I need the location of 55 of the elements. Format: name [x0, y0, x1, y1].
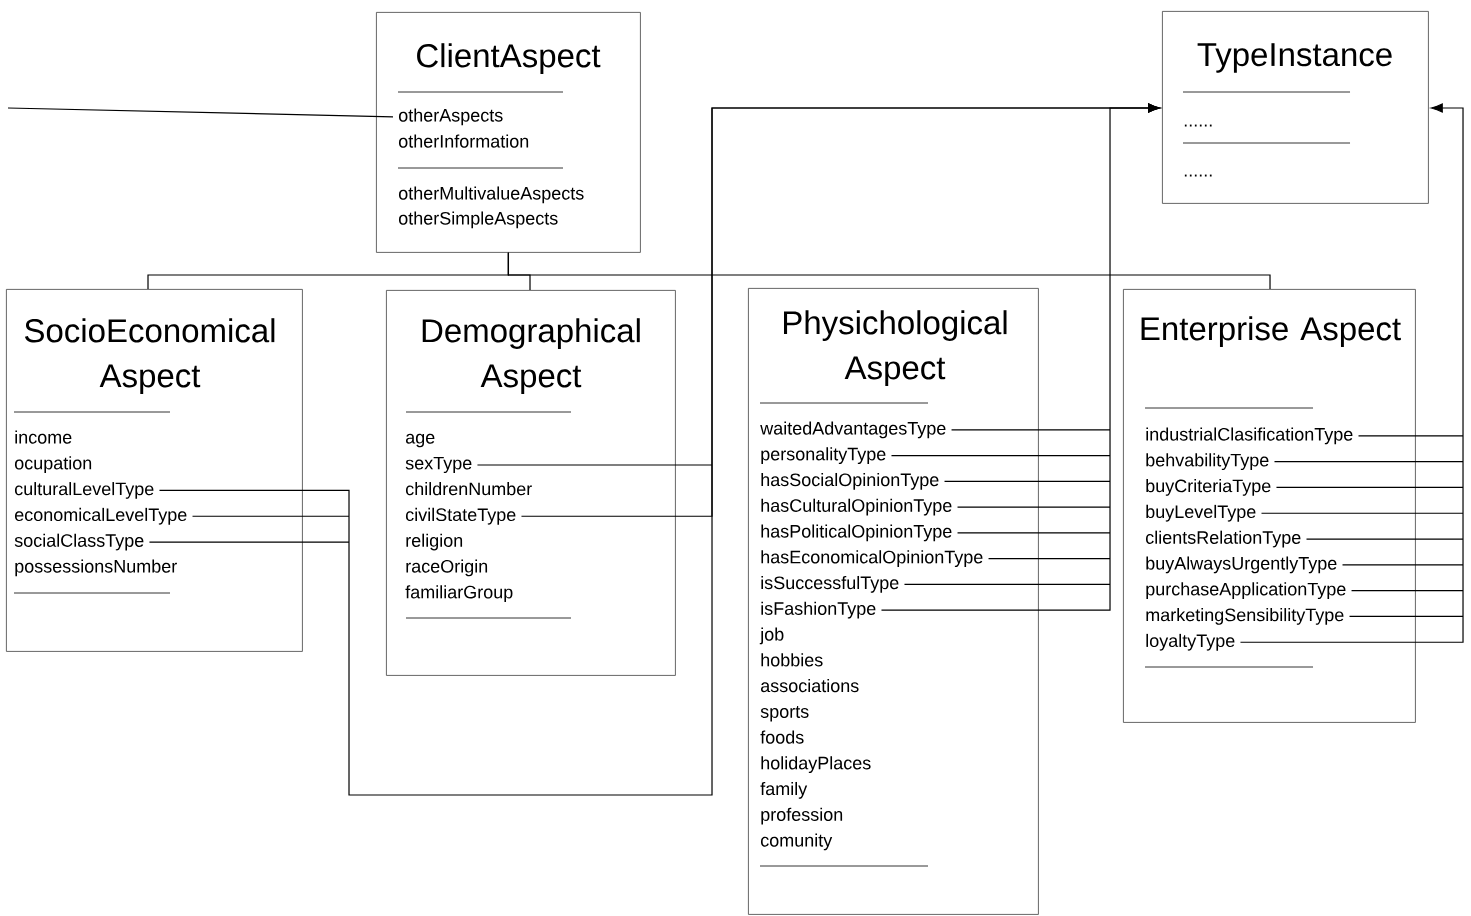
attribute-name: childrenNumber [406, 482, 532, 496]
attribute-name: buyCriteriaType [1146, 479, 1271, 496]
attribute-name: buyAlwaysUrgentlyType [1146, 556, 1337, 574]
attribute-name: loyaltyType [1146, 633, 1235, 651]
attribute-name: buyLevelType [1146, 504, 1256, 522]
class-title: Enterprise Aspect [1141, 316, 1401, 347]
attribute-name: hasEconomicalOpinionType [761, 550, 983, 567]
attribute-name: otherAspects [398, 108, 503, 126]
attribute-name: marketingSensibilityType [1146, 608, 1344, 625]
attribute-name: civilStateType [406, 507, 516, 525]
connector [880, 103, 1161, 611]
connector [1239, 103, 1464, 643]
attribute-name: ...... [1184, 174, 1212, 177]
attribute-name: hobbies [761, 653, 823, 667]
attribute-name: foods [760, 730, 804, 744]
connector [507, 252, 1271, 290]
attribute-name: holidayPlaces [761, 756, 871, 773]
class-title: TypeInstance [1197, 43, 1392, 73]
attribute-name: clientsRelationType [1146, 530, 1301, 548]
attribute-name: raceOrigin [406, 559, 488, 577]
attribute-name: age [406, 433, 435, 448]
attribute-name: isFashionType [761, 601, 876, 619]
attribute-name: hasCulturalOpinionType [761, 498, 952, 516]
class-title: Physichological Aspect [784, 310, 1007, 386]
attribute-name: purchaseApplicationType [1146, 582, 1346, 600]
connector [7, 107, 394, 118]
attribute-name: religion [406, 533, 463, 551]
class-title: ClientAspect [417, 43, 601, 74]
attribute-name: ...... [1184, 124, 1212, 127]
attribute-name: waitedAdvantagesType [760, 421, 946, 439]
attribute-name: isSuccessfulType [761, 575, 899, 593]
attribute-name: comunity [761, 833, 833, 851]
attribute-name: associations [761, 678, 859, 693]
attribute-name: sexType [405, 456, 472, 474]
attribute-name: job [759, 627, 784, 645]
attribute-name: otherSimpleAspects [398, 211, 558, 229]
attribute-name: sports [760, 706, 809, 722]
attribute-name: culturalLevelType [14, 482, 154, 499]
attribute-name: otherMultivalueAspects [398, 186, 584, 204]
attribute-name: possessionsNumber [15, 559, 177, 577]
attribute-name: profession [761, 807, 843, 825]
attribute-name: family [760, 781, 808, 799]
attribute-name: personalityType [761, 447, 886, 464]
attribute-name: economicalLevelType [14, 507, 187, 525]
attribute-name: familiarGroup [405, 585, 513, 603]
attribute-name: industrialClasificationType [1146, 427, 1353, 445]
attribute-name: hasSocialOpinionType [761, 472, 939, 490]
attribute-name: otherInformation [398, 134, 529, 148]
attribute-name: behvabilityType [1146, 453, 1269, 471]
class-title: Demographical Aspect [422, 318, 640, 394]
class-title: SocioEconomical Aspect [24, 318, 275, 394]
attribute-name: income [15, 430, 72, 444]
attribute-name: hasPoliticalOpinionType [761, 524, 952, 542]
attribute-name: ocupation [14, 456, 92, 474]
attribute-name: socialClassType [14, 533, 144, 551]
